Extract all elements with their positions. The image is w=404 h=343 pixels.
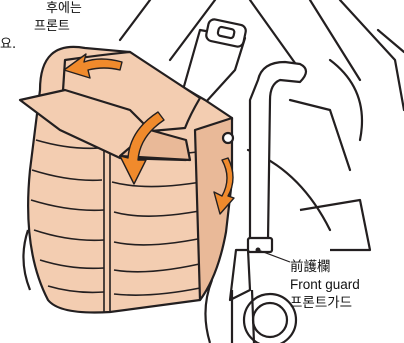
snap-button <box>223 133 233 143</box>
instruction-line-2: 프론트 <box>34 18 70 35</box>
instruction-line-3: 요. <box>0 36 16 53</box>
callout-dot <box>256 248 261 253</box>
front-guard-label-en: Front guard <box>290 276 360 294</box>
front-guard-label-ko: 프론트가드 <box>290 294 360 312</box>
frame-line <box>330 30 404 140</box>
frame-line <box>290 100 350 170</box>
callout-leader <box>258 250 290 262</box>
front-guard-label-zh: 前護欄 <box>290 258 360 276</box>
instruction-text-fragment: 후에는 프론트 요. <box>0 0 74 56</box>
frame-line <box>340 0 404 110</box>
front-guard-label: 前護欄 Front guard 프론트가드 <box>290 258 360 312</box>
instruction-line-1: 후에는 <box>46 0 82 17</box>
